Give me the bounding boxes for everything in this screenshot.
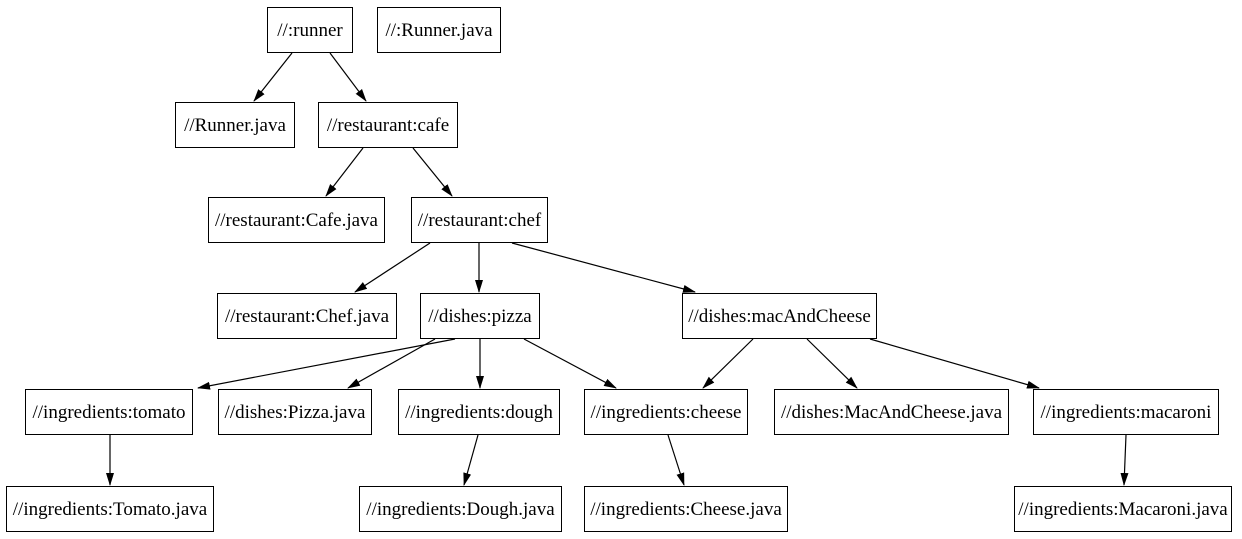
graph-node-label: //dishes:MacAndCheese.java [780,401,1003,423]
edge-mac-and-cheese-to-cheese [702,338,754,389]
graph-node-cheese: //ingredients:cheese [584,389,748,435]
edge-cafe-to-chef [412,147,453,197]
graph-node-chef-java: //restaurant:Chef.java [217,293,397,339]
graph-node-cheese-java: //ingredients:Cheese.java [584,486,788,532]
graph-node-chef: //restaurant:chef [411,197,548,243]
graph-node-label: //ingredients:Macaroni.java [1018,498,1228,520]
edge-pizza-to-tomato [197,338,456,390]
graph-node-label: //restaurant:chef [417,209,542,231]
graph-node-label: //:runner [277,19,343,41]
graph-node-cafe-java: //restaurant:Cafe.java [208,197,385,243]
graph-node-label: //ingredients:tomato [32,401,186,423]
edge-cheese-to-cheese-java [667,434,685,486]
graph-node-mac-and-cheese-java: //dishes:MacAndCheese.java [774,389,1009,435]
edge-chef-to-mac-and-cheese [511,242,696,293]
graph-node-label: //ingredients:Cheese.java [590,498,782,520]
graph-node-label: //ingredients:dough [405,401,553,423]
graph-node-pizza: //dishes:pizza [420,293,540,339]
graph-node-runner: //:runner [267,7,353,53]
graph-node-label: //ingredients:cheese [590,401,742,423]
edge-pizza-to-cheese [523,338,617,389]
edge-chef-to-chef-java [354,242,431,293]
graph-node-label: //ingredients:macaroni [1040,401,1212,423]
edge-mac-and-cheese-to-mac-and-cheese-java [806,338,858,389]
graph-node-dough-java: //ingredients:Dough.java [359,486,562,532]
graph-node-label: //Runner.java [184,114,286,136]
graph-node-macaroni-java: //ingredients:Macaroni.java [1014,486,1232,532]
edge-dough-to-dough-java [463,434,479,486]
edge-macaroni-to-macaroni-java [1120,434,1129,486]
graph-node-pizza-java: //dishes:Pizza.java [218,389,372,435]
graph-node-macaroni: //ingredients:macaroni [1033,389,1219,435]
graph-node-mac-and-cheese: //dishes:macAndCheese [682,293,877,339]
graph-node-label: //restaurant:Chef.java [224,305,390,327]
edge-pizza-to-pizza-java [347,338,436,389]
graph-node-runner-java-root: //:Runner.java [377,7,501,53]
graph-node-tomato-java: //ingredients:Tomato.java [6,486,214,532]
edges-group [106,52,1129,486]
edge-runner-to-cafe [329,52,367,102]
graph-node-label: //dishes:pizza [428,305,532,327]
graph-node-tomato: //ingredients:tomato [25,389,193,435]
graph-node-label: //ingredients:Tomato.java [12,498,208,520]
graph-node-label: //restaurant:cafe [326,114,450,136]
graph-node-cafe: //restaurant:cafe [318,102,458,148]
graph-node-runner-java: //Runner.java [175,102,295,148]
graph-node-label: //restaurant:Cafe.java [214,209,378,231]
graph-node-dough: //ingredients:dough [398,389,560,435]
graph-node-label: //:Runner.java [385,19,493,41]
graph-node-label: //dishes:macAndCheese [688,305,871,327]
edge-cafe-to-cafe-java [325,147,364,197]
edge-runner-to-runner-java [253,52,293,102]
graph-node-label: //ingredients:Dough.java [366,498,555,520]
graph-node-label: //dishes:Pizza.java [224,401,366,423]
edge-mac-and-cheese-to-macaroni [869,338,1040,389]
